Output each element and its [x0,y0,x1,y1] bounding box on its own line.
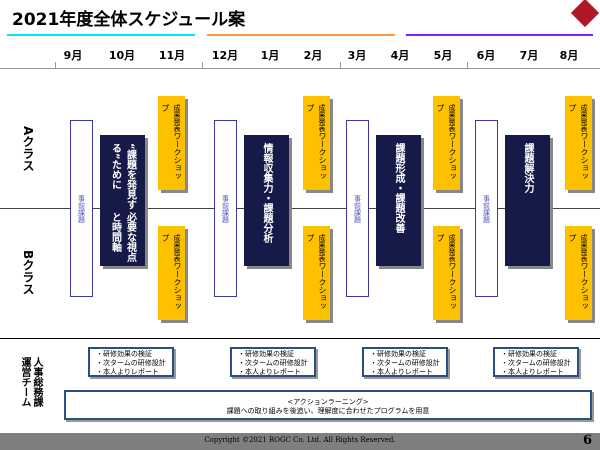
month-label: 7月 [519,49,539,62]
workshop-title: ワークショップ [436,234,457,310]
section-divider [0,338,600,339]
info-item: ・次タームの研修設計 [370,359,440,367]
class-b-label: Bクラス [21,250,35,296]
info-item: ・次タームの研修設計 [238,359,308,367]
info-item: ・研修効果の検証 [370,350,426,358]
action-learning-box: <アクションラーニング>課題への取り組みを後追い、理解度に合わせたプログラムを用… [64,390,592,420]
workshop-box: 成果発表ワークショップ [433,96,460,190]
pre-task-box: 事前課題 [475,120,498,297]
info-box: ・研修効果の検証・次タームの研修設計・本人よりレポート [230,347,316,377]
info-item: ・本人よりレポート [370,368,433,376]
period-line-3 [406,34,593,36]
copyright: Copyright ©2021 ROGC Co. Ltd. All Rights… [204,436,396,444]
phase-text: 課題解決力 [522,143,533,193]
info-item: ・次タームの研修設計 [96,359,166,367]
phase-box-3: 課題形成・課題改善 [376,135,421,266]
info-item: ・本人よりレポート [501,368,564,376]
workshop-subtitle: 成果発表 [448,104,456,132]
period-line-1 [7,34,195,36]
month-label: 12月 [211,49,239,62]
info-item: ・研修効果の検証 [238,350,294,358]
month-label: 9月 [63,49,83,62]
axis-tick [467,62,468,69]
month-label: 3月 [347,49,367,62]
phase-box-2: 情報収集力・課題分析 [244,135,289,266]
info-box: ・研修効果の検証・次タームの研修設計・本人よりレポート [88,347,174,377]
info-item: ・研修効果の検証 [501,350,557,358]
workshop-subtitle: 成果発表 [448,234,456,262]
logo-diamond [570,0,600,28]
month-label: 5月 [433,49,453,62]
workshop-box: 成果発表ワークショップ [303,96,330,190]
month-label: 1月 [260,49,280,62]
phase-text: “課題を発見する”ために [109,143,136,210]
workshop-subtitle: 成果発表 [580,234,588,262]
month-label: 6月 [476,49,496,62]
phase-text: 情報収集力・課題分析 [261,143,272,243]
info-box: ・研修効果の検証・次タームの研修設計・本人よりレポート [493,347,579,377]
month-label: 10月 [108,49,136,62]
month-label: 11月 [158,49,186,62]
workshop-subtitle: 成果発表 [173,234,181,262]
page-number: 6 [582,433,592,448]
action-title: <アクションラーニング> [287,398,369,406]
workshop-title: ワークショップ [568,234,589,310]
info-item: ・本人よりレポート [238,368,301,376]
class-a-label: Aクラス [21,126,35,172]
workshop-title: ワークショップ [161,104,182,180]
workshop-title: ワークショップ [161,234,182,310]
footer: Copyright ©2021 ROGC Co. Ltd. All Rights… [0,433,600,450]
axis-tick [55,62,56,69]
workshop-title: ワークショップ [568,104,589,180]
workshop-box: 成果発表ワークショップ [158,226,185,320]
workshop-title: ワークショップ [306,104,327,180]
timeline-line [0,208,600,209]
workshop-subtitle: 成果発表 [318,234,326,262]
month-label: 2月 [303,49,323,62]
workshop-box: 成果発表ワークショップ [158,96,185,190]
page-title: 2021年度全体スケジュール案 [12,10,246,30]
info-item: ・本人よりレポート [96,368,159,376]
axis-tick [340,62,341,69]
pre-task-box: 事前課題 [346,120,369,297]
action-text: 課題への取り組みを後追い、理解度に合わせたプログラムを用意 [226,407,430,415]
phase-box-1: “課題を発見する”ために必要な視点と時間軸 [100,135,145,266]
workshop-box: 成果発表ワークショップ [303,226,330,320]
workshop-box: 成果発表ワークショップ [565,96,592,190]
workshop-box: 成果発表ワークショップ [565,226,592,320]
team-label: 人事総務課運営チーム [18,357,42,407]
pre-task-box: 事前課題 [70,120,93,297]
workshop-title: ワークショップ [306,234,327,310]
timeline-axis [0,68,600,69]
axis-tick [202,62,203,69]
phase-text: 必要な視点と時間軸 [109,211,136,262]
month-label: 4月 [390,49,410,62]
info-box: ・研修効果の検証・次タームの研修設計・本人よりレポート [362,347,448,377]
month-label: 8月 [559,49,579,62]
team-line: 運営チーム [19,357,30,407]
phase-text: 課題形成・課題改善 [393,143,404,233]
workshop-box: 成果発表ワークショップ [433,226,460,320]
workshop-title: ワークショップ [436,104,457,180]
info-item: ・次タームの研修設計 [501,359,571,367]
pre-task-box: 事前課題 [214,120,237,297]
workshop-subtitle: 成果発表 [580,104,588,132]
workshop-subtitle: 成果発表 [318,104,326,132]
phase-box-4: 課題解決力 [505,135,550,266]
info-item: ・研修効果の検証 [96,350,152,358]
team-line: 人事総務課 [31,357,42,407]
period-line-2 [207,34,395,36]
workshop-subtitle: 成果発表 [173,104,181,132]
